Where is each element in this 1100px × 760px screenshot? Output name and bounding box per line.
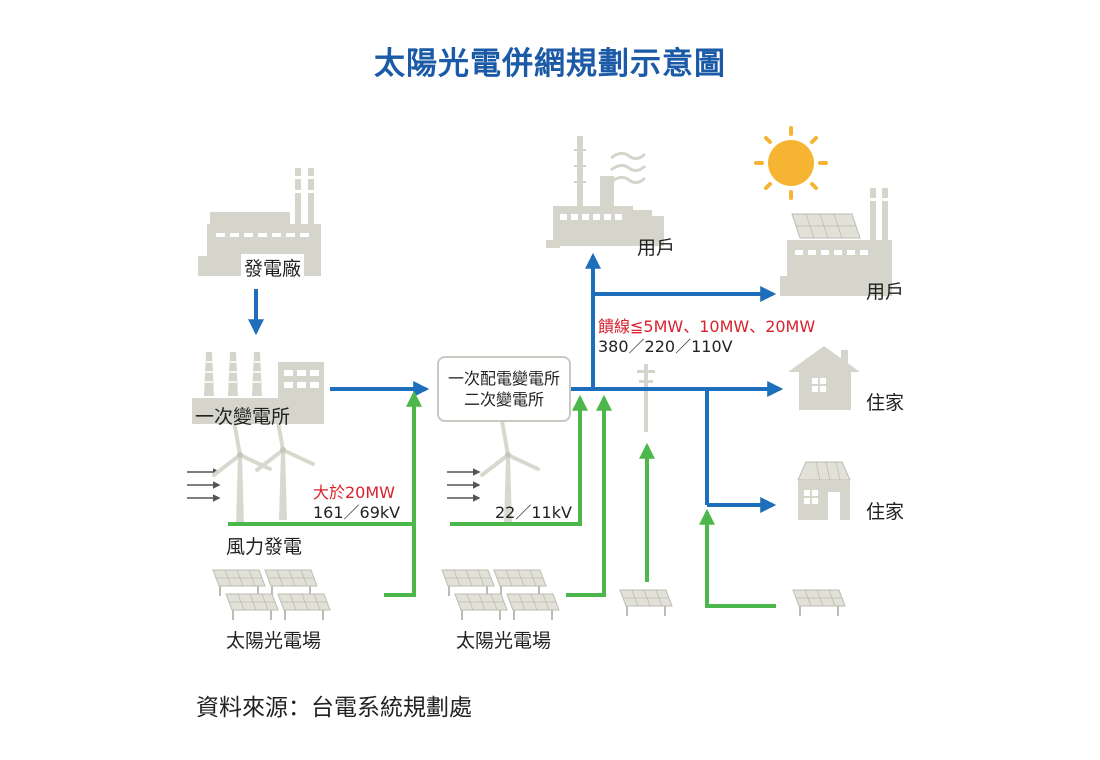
house-icon-2 [797, 461, 851, 520]
wind-power-label: 風力發電 [226, 536, 303, 558]
solar-farm-label-1: 太陽光電場 [226, 630, 322, 652]
solar-panel-icon-4 [792, 589, 846, 617]
utility-pole-icon [637, 364, 655, 432]
large-capacity-label: 大於20MW [313, 483, 395, 502]
power-plant-label: 發電廠 [241, 254, 305, 281]
factory-rooftop-solar-icon [780, 188, 892, 296]
sun-icon [754, 126, 828, 200]
house-label-2: 住家 [866, 501, 905, 523]
feeder-capacity-label: 饋線≦5MW、10MW、20MW [598, 317, 816, 336]
user-factory-label-1: 用戶 [637, 237, 676, 259]
secondary-substation-box: 一次配電變電所 二次變電所 [437, 356, 571, 422]
diagram-title: 太陽光電併網規劃示意圖 [374, 46, 726, 82]
secondary-box-line1: 一次配電變電所 [447, 369, 560, 388]
secondary-box-line2: 二次變電所 [463, 390, 544, 409]
user-factory-label-2: 用戶 [866, 281, 905, 303]
solar-panel-icon-3 [619, 589, 673, 617]
wind-arrows-icon [187, 468, 481, 502]
source-note: 資料來源：台電系統規劃處 [196, 695, 472, 721]
factory-user-icon [546, 136, 664, 248]
primary-substation-icon [192, 352, 324, 424]
primary-substation-label: 一次變電所 [195, 406, 291, 428]
large-voltage-label: 161／69kV [313, 503, 401, 522]
solar-farm-icon-2 [441, 569, 560, 621]
house-icon-1 [788, 346, 860, 410]
generation-lines [228, 390, 776, 608]
house-label-1: 住家 [866, 392, 905, 414]
solar-farm-label-2: 太陽光電場 [456, 630, 552, 652]
transmission-lines [248, 252, 784, 513]
solar-farm-icon-1 [212, 569, 331, 621]
mid-voltage-label: 22／11kV [495, 503, 572, 522]
feeder-voltage-label: 380／220／110V [598, 337, 733, 356]
